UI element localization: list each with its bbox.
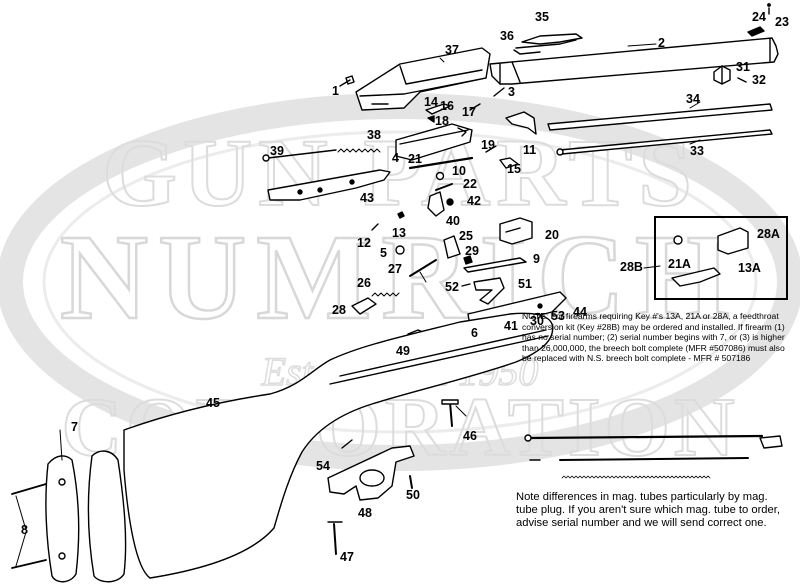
part-label-22: 22 [463,177,477,191]
part-label-39: 39 [270,144,284,158]
part-label-17: 17 [462,105,476,119]
part-label-29: 29 [465,244,479,258]
part-label-43: 43 [360,191,374,205]
part-label-24: 24 [752,10,766,24]
part-label-37: 37 [445,43,459,57]
pin-part [493,87,505,97]
part-label-14: 14 [424,95,438,109]
part-label-28b: 28B [620,260,643,274]
guide-rod-part [262,149,337,162]
part-label-5: 5 [380,246,387,260]
part-label-41: 41 [504,319,518,333]
part-label-13a: 13A [738,261,761,275]
part-label-28a: 28A [757,227,780,241]
part-label-54: 54 [316,459,330,473]
part-label-27: 27 [388,262,402,276]
spring-plunger-parts [371,211,405,255]
feedthroat-conversion-note: NOTE: For firearms requiring Key #'s 13A… [522,311,785,364]
part-label-20: 20 [545,228,559,242]
part-label-32: 32 [752,73,766,87]
part-label-8: 8 [21,523,28,537]
mag-tube-note: Note differences in mag. tubes particula… [516,491,780,530]
inner-magazine-tube-part [556,129,773,156]
firing-pin-parts [408,145,519,191]
part-label-52: 52 [445,280,459,294]
part-label-48: 48 [358,506,372,520]
part-label-11: 11 [523,143,537,157]
guard-screws [327,399,459,555]
part-label-46: 46 [463,429,477,443]
part-label-9: 9 [533,252,540,266]
part-label-31: 31 [736,60,750,74]
conversion-kit-parts [671,227,749,287]
part-label-3: 3 [508,85,515,99]
hammer-parts [427,191,454,217]
trigger-plate-part [267,169,391,201]
part-label-13: 13 [392,226,406,240]
part-label-18: 18 [435,114,449,128]
part-label-16: 16 [440,99,454,113]
magazine-tube-part [547,103,773,131]
part-label-4: 4 [392,151,399,165]
front-sight-part [747,3,771,37]
part-label-53: 53 [551,309,565,323]
part-label-30: 30 [530,314,544,328]
sear-disconnector-parts [443,217,533,273]
part-label-34: 34 [686,92,700,106]
part-label-45: 45 [206,396,220,410]
breech-bolt-part [395,123,473,161]
part-label-40: 40 [446,214,460,228]
part-label-19: 19 [481,138,495,152]
receiver-part [355,47,491,111]
part-label-50: 50 [406,488,420,502]
tube-plug-part [713,65,747,85]
receiver-screw-part [339,75,355,87]
part-label-10: 10 [452,164,466,178]
part-label-15: 15 [507,162,521,176]
leader-lines [15,43,701,567]
alternate-tubes [524,434,783,479]
part-label-12: 12 [357,236,371,250]
part-label-38: 38 [367,128,381,142]
part-label-33: 33 [690,144,704,158]
part-label-23: 23 [775,15,789,29]
buttplate-part [11,450,127,583]
small-parts-cluster [425,103,481,123]
part-label-49: 49 [396,344,410,358]
part-label-6: 6 [471,326,478,340]
feed-parts [461,277,505,305]
part-label-2: 2 [658,36,665,50]
part-label-21: 21 [408,152,422,166]
part-label-25: 25 [459,229,473,243]
trigger-guard-part [327,445,415,501]
part-label-7: 7 [71,420,78,434]
part-label-42: 42 [467,194,481,208]
part-label-1: 1 [332,84,339,98]
part-label-36: 36 [500,29,514,43]
conversion-kit-inset [654,216,788,300]
trigger-spring-parts [351,259,437,315]
part-label-35: 35 [535,10,549,24]
barrel-part [489,37,779,85]
part-label-21a: 21A [668,257,691,271]
part-label-28: 28 [332,303,346,317]
stock-part [123,312,554,579]
part-label-26: 26 [357,276,371,290]
part-label-44: 44 [573,305,587,319]
recoil-spring-part [337,148,381,153]
part-label-51: 51 [518,277,532,291]
ejector-part [505,111,537,135]
rear-sight-part [513,33,583,55]
part-label-47: 47 [340,550,354,564]
